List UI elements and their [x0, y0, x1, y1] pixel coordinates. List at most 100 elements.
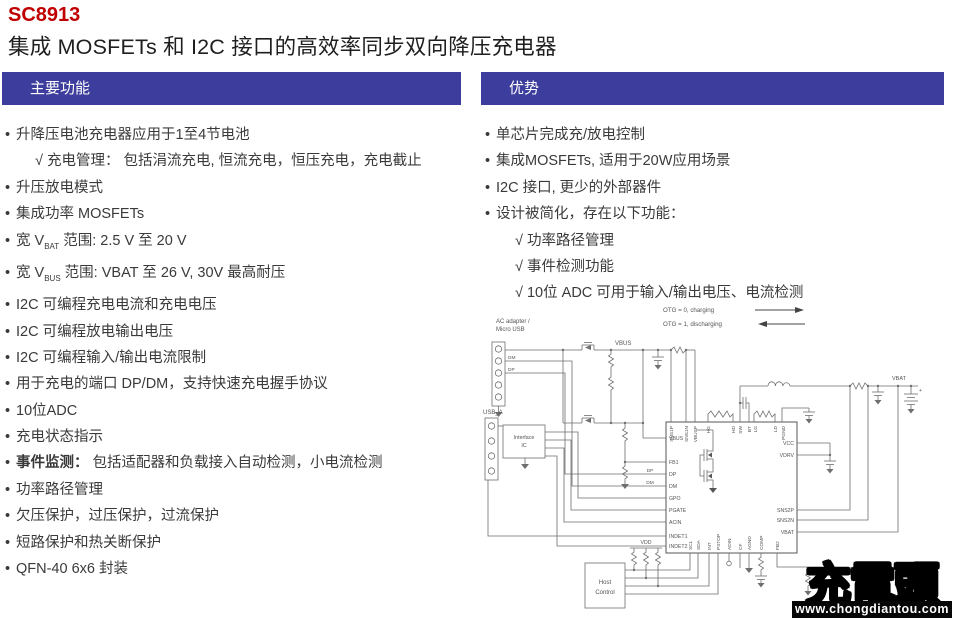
- usb-a-label: USB_A: [483, 410, 503, 416]
- discharging-direction-arrow: [758, 321, 805, 327]
- interface-ic-label-1: Interface: [514, 435, 535, 441]
- chip-pin-adin: ADIN: [727, 538, 733, 550]
- feature-item: 短路保护和热关断保护: [5, 535, 471, 551]
- feature-text: √ 充电管理： 包括涓流充电, 恒流充电，恒压充电，充电截止: [35, 153, 422, 170]
- feature-text: 包括适配器和负载接入自动检测，小电流检测: [88, 455, 383, 472]
- chip-pin-vbat: VBAT: [781, 530, 795, 536]
- feature-text: 10位ADC: [16, 402, 78, 419]
- otg-discharging-label: OTG = 1, discharging: [663, 321, 723, 328]
- gate-bias-resistors: [607, 350, 615, 423]
- chip-pin-dp: DP: [669, 472, 677, 478]
- chip-pin-int: INT: [707, 542, 713, 550]
- vbus-rail: VBUS: [505, 341, 695, 354]
- host-control-block: Host Control: [584, 562, 626, 609]
- interface-ic: Interface IC: [502, 424, 546, 469]
- feature-item: 宽 VBUS 范围: VBAT 至 26 V, 30V 最高耐压: [5, 265, 471, 287]
- voltage-subscript: BUS: [44, 273, 61, 283]
- feature-item: 10位ADC: [5, 403, 471, 419]
- chip-pin-indet2: INDET2: [669, 544, 688, 550]
- feature-text: QFN-40 6x6 封装: [16, 561, 128, 578]
- chip-pin-ld: LD: [773, 425, 779, 432]
- feature-text: I2C 可编程输入/输出电流限制: [16, 349, 207, 366]
- feature-item: 用于充电的端口 DP/DM，支持快速充电握手协议: [5, 376, 471, 392]
- lg-ld-resistor: [753, 410, 776, 422]
- chip-pin-sns2n: SNS2N: [777, 518, 795, 524]
- comp-network: [755, 553, 767, 588]
- vbus-net-label: VBUS: [615, 341, 631, 347]
- advantage-text: 设计被简化，存在以下功能：: [496, 206, 685, 223]
- advantage-subitem: √ 功率路径管理: [485, 233, 947, 249]
- advantage-text: 单芯片完成充/放电控制: [496, 127, 646, 143]
- chip-pin-sns2p: SNS2P: [777, 508, 795, 514]
- feature-item: 欠压保护，过压保护，过流保护: [5, 508, 471, 524]
- dp-line-label: DP: [508, 367, 515, 373]
- watermark-logo: 充電頭: [805, 559, 941, 610]
- feature-item: 充电状态指示: [5, 429, 471, 445]
- chip-pin-sns1n: SNS1N: [684, 425, 690, 442]
- chip-pin-vbusp: VBUSP: [693, 426, 699, 442]
- fb1-divider: [621, 423, 666, 489]
- watermark: 充電頭 www.chongdiantou.com: [790, 549, 954, 618]
- host-label-2: Control: [595, 590, 614, 596]
- vdd-pullups: VDD: [630, 540, 662, 586]
- watermark-url: www.chongdiantou.com: [792, 601, 952, 618]
- feature-text: 升降压电池充电器应用于1至4节电池: [16, 127, 250, 143]
- feature-bold-text: 事件监测：: [16, 455, 89, 472]
- chip-pin-comp: COMP: [759, 536, 765, 550]
- chip-pin-vbus: VBUS: [669, 436, 684, 442]
- feature-text: 宽 V: [16, 264, 45, 281]
- advantage-text: √ 事件检测功能: [515, 258, 614, 275]
- chip-pin-cf: CF: [738, 544, 744, 550]
- page-subtitle: 集成 MOSFETs 和 I2C 接口的高效率同步双向降压充电器: [8, 35, 557, 59]
- dm-dp-wires: [505, 360, 666, 487]
- chip-pin-fb1: FB1: [669, 460, 679, 466]
- vbat-cap: [872, 386, 884, 405]
- feature-text: I2C 可编程放电输出电压: [16, 323, 174, 340]
- dp-wire-tag: DP: [647, 468, 654, 474]
- feature-item: 升压放电模式: [5, 180, 471, 196]
- feature-text: 范围: 2.5 V 至 20 V: [59, 232, 187, 249]
- feature-item: I2C 可编程放电输出电压: [5, 324, 471, 340]
- feature-item: 功率路径管理: [5, 482, 471, 498]
- agnd-ground: [745, 553, 753, 573]
- vcc-vdrv-cap: [797, 442, 836, 474]
- advantage-text: I2C 接口, 更少的外部器件: [496, 179, 662, 196]
- advantage-text: √ 10位 ADC 可用于输入/输出电压、电流检测: [515, 285, 804, 302]
- pgnd-cap: [781, 407, 815, 424]
- ac-adapter-connector: AC adapter / Micro USB DM DP: [491, 319, 530, 417]
- advantage-item: 单芯片完成充/放电控制: [485, 127, 947, 143]
- feature-text: 范围: VBAT 至 26 V, 30V 最高耐压: [60, 264, 286, 281]
- usb-a-connector: USB_A: [483, 410, 503, 481]
- chip-pin-sw: SW: [738, 426, 744, 434]
- chip-pin-pgate: PGATE: [669, 508, 687, 514]
- chip-pin-agnd: AGND: [747, 536, 753, 550]
- chip-pin-hg: HG: [706, 426, 712, 433]
- feature-text: 短路保护和热关断保护: [16, 534, 161, 551]
- sc8913-chip: VBUS FB1 DP DM GPO PGATE ACIN INDET1 IND…: [665, 421, 798, 554]
- sns2-wires: [797, 386, 899, 533]
- feature-item: 集成功率 MOSFETs: [5, 206, 471, 222]
- chip-pin-acin: ACIN: [669, 520, 682, 526]
- vbat-rail: VBAT: [849, 376, 918, 390]
- application-circuit-diagram: OTG = 0, charging OTG = 1, discharging A…: [483, 307, 922, 609]
- feature-text: 用于充电的端口 DP/DM，支持快速充电握手协议: [16, 376, 328, 393]
- feature-text: 升压放电模式: [16, 179, 103, 196]
- junction-dots: [561, 348, 913, 588]
- dm-line-label: DM: [508, 355, 515, 361]
- feature-item: I2C 可编程输入/输出电流限制: [5, 350, 471, 366]
- fb2-divider: [776, 553, 812, 596]
- host-label-1: Host: [599, 580, 612, 586]
- advantages-list: 单芯片完成充/放电控制 集成MOSFETs, 适用于20W应用场景 I2C 接口…: [485, 127, 947, 312]
- vdd-label: VDD: [641, 540, 652, 546]
- feature-text: 功率路径管理: [16, 481, 103, 498]
- sns1-columns: [670, 350, 696, 422]
- input-pmos-q1: [578, 342, 598, 351]
- chip-pin-vcc: VCC: [783, 441, 794, 447]
- chip-pin-indet1: INDET1: [669, 534, 688, 540]
- feature-item: I2C 可编程充电电流和充电电压: [5, 297, 471, 313]
- advantage-item: 设计被简化，存在以下功能：: [485, 206, 947, 222]
- bootstrap-cap: [740, 397, 750, 422]
- chip-pin-scl: SCL: [688, 540, 694, 550]
- chip-pin-pstop: PSTOP: [716, 534, 722, 550]
- feature-item: QFN-40 6x6 封装: [5, 561, 471, 577]
